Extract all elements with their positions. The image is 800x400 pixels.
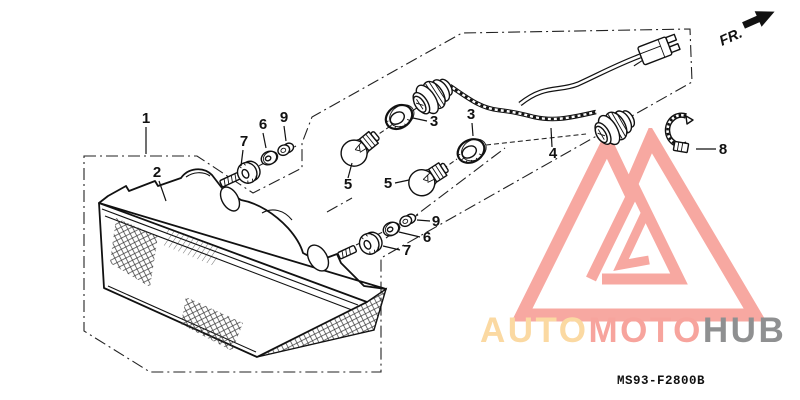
bulb-a — [340, 130, 380, 167]
socket-collar-a — [219, 186, 241, 212]
bulb-socket-b — [594, 110, 636, 146]
mounting-stud-b — [337, 245, 357, 260]
leader-3b — [471, 122, 474, 137]
main-group-boundary — [83, 28, 693, 373]
nut-b — [399, 213, 417, 228]
washer-b — [382, 221, 401, 237]
grommet-b — [358, 231, 383, 255]
leader-7a — [240, 149, 244, 167]
lens-end-cap — [256, 287, 388, 358]
leader-5a — [347, 162, 353, 179]
dome-b-arc — [261, 209, 293, 221]
callout-4-9: 4 — [549, 145, 558, 162]
callout-5-5: 5 — [344, 176, 352, 193]
leader-9a — [283, 125, 287, 142]
bulb-b — [408, 162, 449, 197]
harness-connector — [633, 33, 681, 67]
nut-a — [277, 142, 295, 157]
wire-harness — [412, 33, 681, 146]
leader-2 — [158, 180, 167, 202]
leader-7b — [382, 245, 401, 251]
callout-7-2: 7 — [240, 133, 248, 150]
bulb-socket-a — [412, 78, 453, 115]
fr-direction-indicator: FR. — [717, 11, 775, 50]
clip-nub — [672, 140, 690, 154]
callout-5-6: 5 — [384, 175, 392, 192]
callout-1-0: 1 — [142, 110, 150, 127]
tail-light-assembly — [98, 168, 388, 358]
clip-tip — [685, 115, 694, 125]
callout-7-13: 7 — [403, 242, 411, 259]
leader-6a — [262, 132, 267, 149]
bulb-a-axis — [372, 102, 425, 139]
seal-gasket-b — [456, 138, 487, 164]
callout-2-1: 2 — [153, 164, 161, 181]
callout-3-7: 3 — [430, 113, 438, 130]
leader-5b — [394, 179, 410, 184]
fr-arrow-icon — [742, 11, 775, 29]
wire-band-clip — [664, 112, 694, 154]
corridor-tick — [326, 197, 353, 213]
leader-9b — [416, 219, 431, 222]
callout-6-12: 6 — [423, 229, 431, 246]
callout-8-10: 8 — [719, 141, 727, 158]
socket-collar-b — [306, 244, 330, 272]
leader-3a — [412, 117, 428, 122]
callout-9-11: 9 — [432, 213, 440, 230]
dome-a-arc — [185, 172, 211, 178]
grommet-a — [236, 160, 261, 184]
callout-3-8: 3 — [467, 106, 475, 123]
leader-6b — [398, 231, 421, 238]
washer-a — [260, 150, 279, 166]
leader-4 — [550, 127, 553, 148]
callout-leaders — [145, 117, 716, 251]
lens-hatch-patch-2 — [181, 297, 243, 351]
fr-label: FR. — [717, 26, 745, 50]
part-code: MS93-F2800B — [617, 374, 705, 388]
lens-trim-line-1 — [101, 208, 359, 306]
lens-hatch-patch-1 — [110, 218, 158, 287]
seal-gasket-a — [384, 103, 415, 131]
callout-6-3: 6 — [259, 116, 267, 133]
lens-hatch-patch-3 — [163, 228, 220, 266]
callout-9-4: 9 — [280, 109, 288, 126]
